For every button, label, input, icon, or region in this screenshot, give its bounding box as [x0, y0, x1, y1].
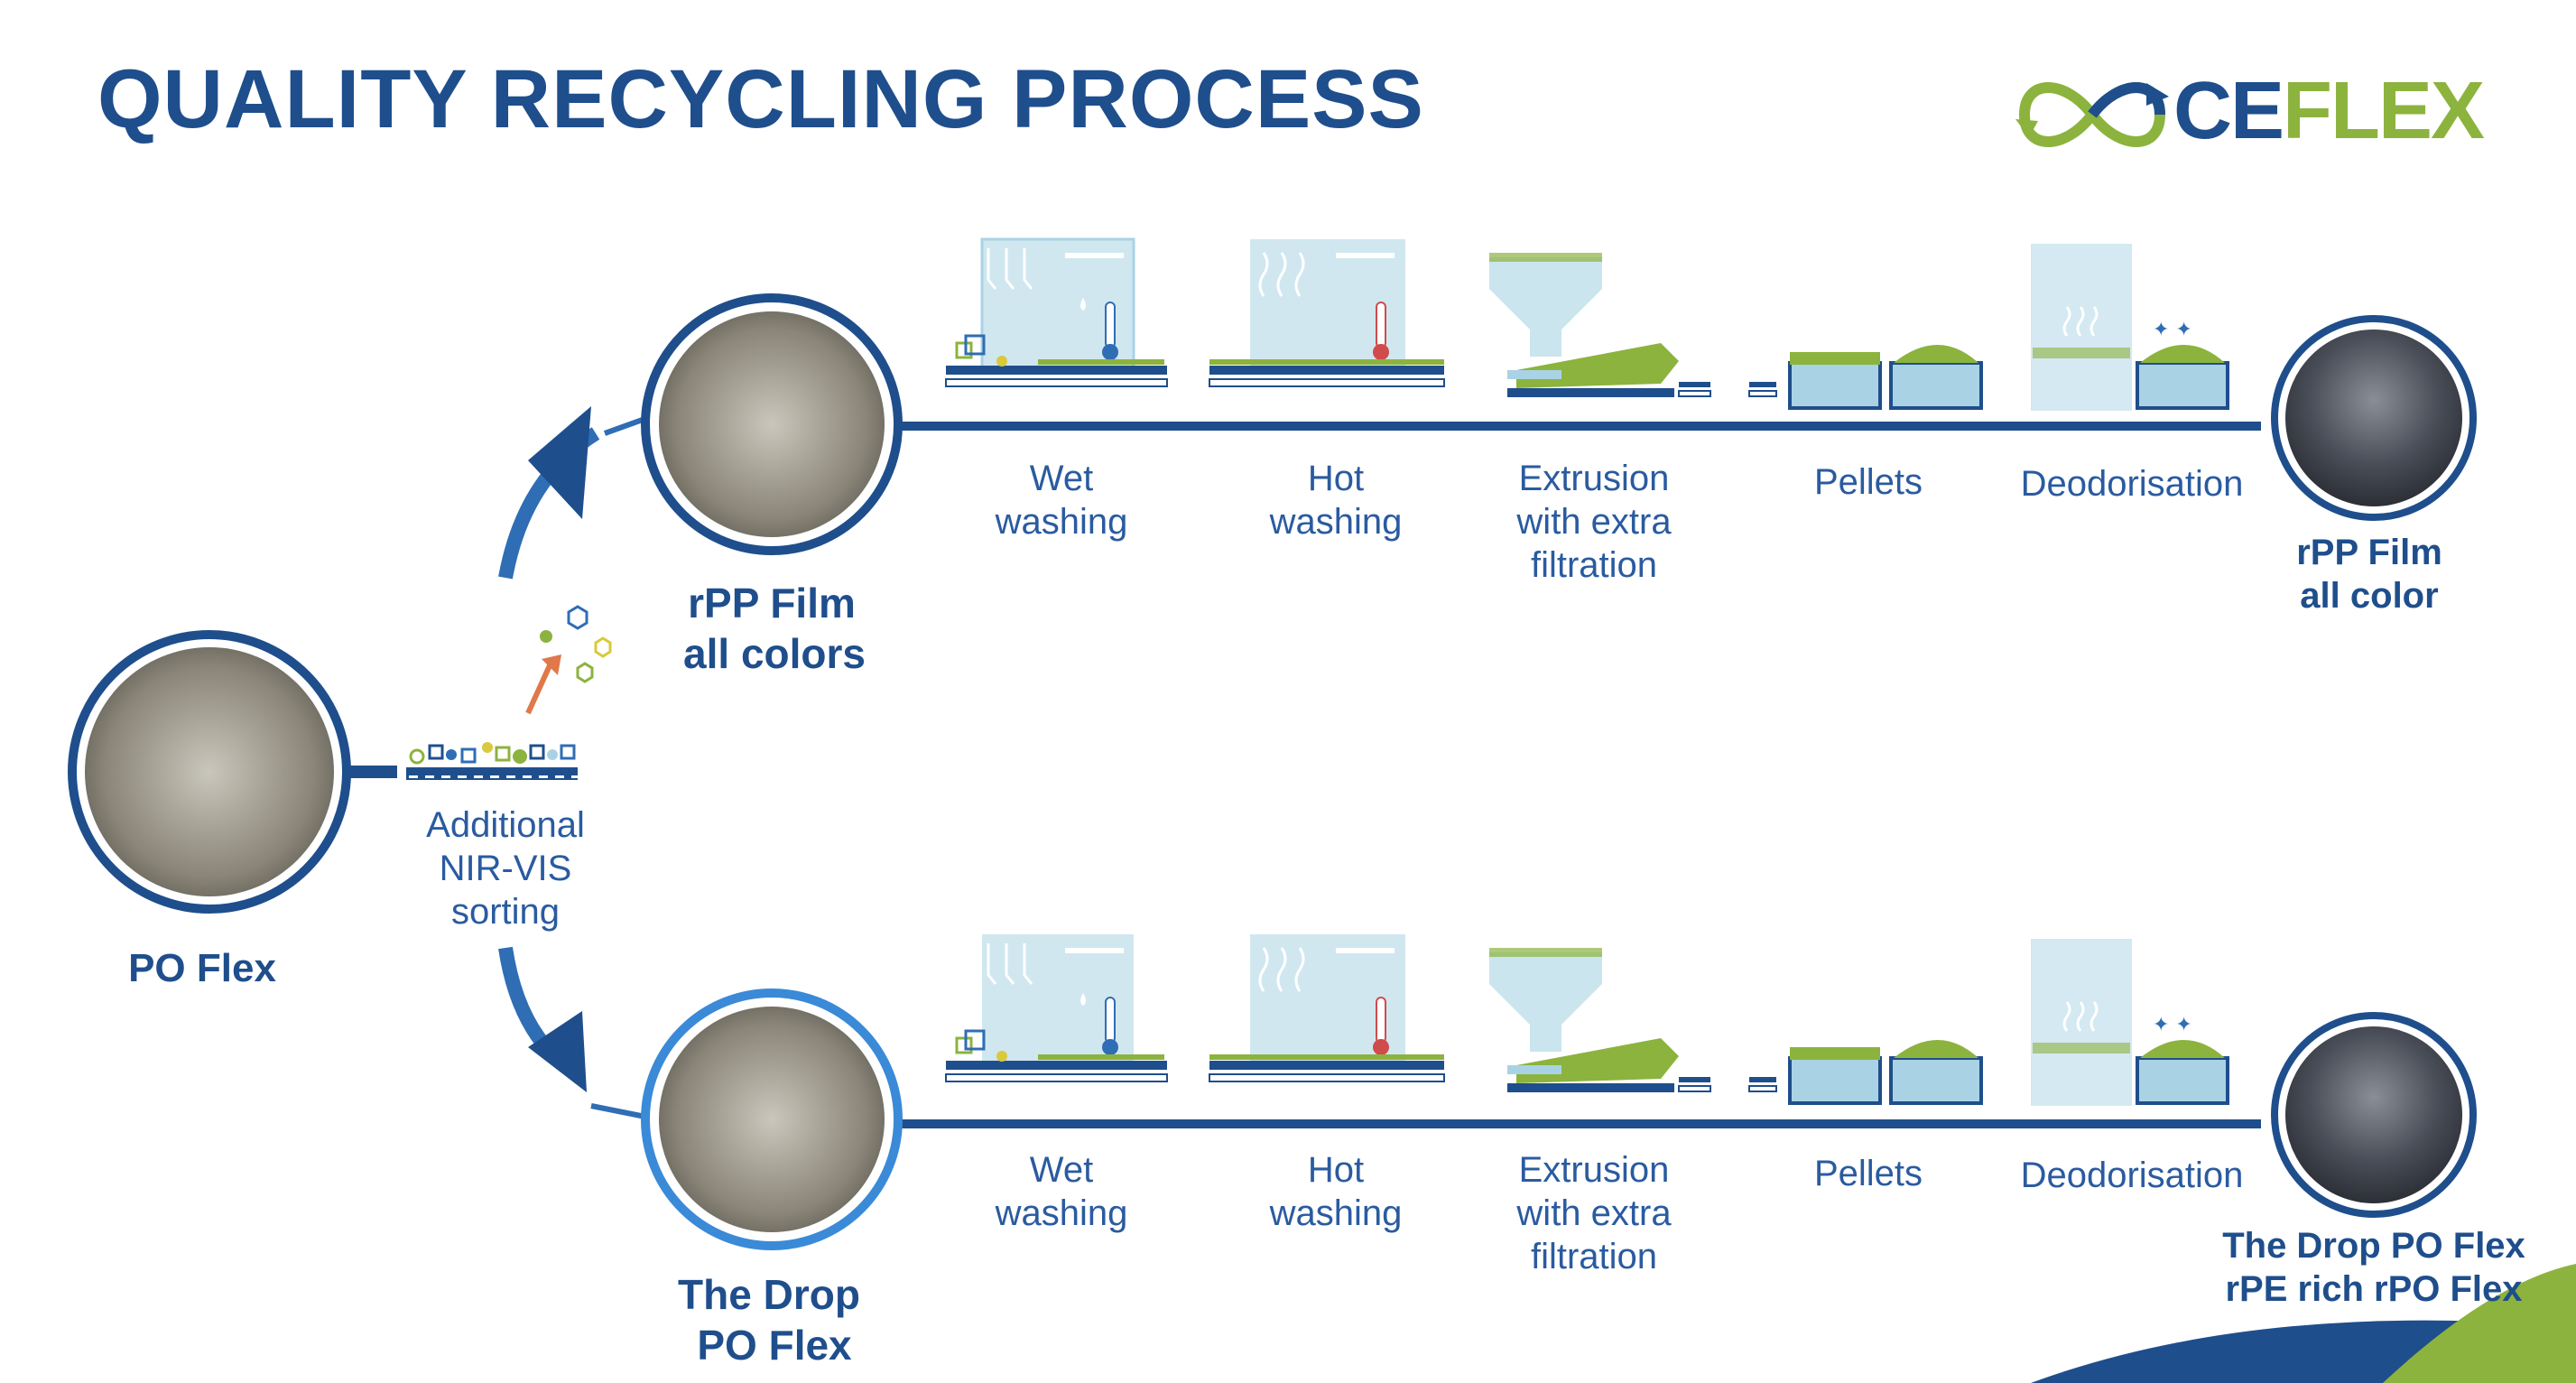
branch-arrow-up-head: [528, 406, 591, 519]
sorting-eject-arrow: [525, 662, 553, 715]
process-line-bottom: [889, 1119, 2261, 1128]
source-connector: [347, 766, 397, 778]
rpp-input-label-line1: rPP Film: [688, 580, 856, 627]
extruder-icon: [1489, 948, 1711, 1092]
step-label: Deodorisation: [2020, 1156, 2244, 1195]
branch-arrow-down-head: [528, 1011, 587, 1092]
rpp-output-label-line1: rPP Film: [2296, 533, 2442, 572]
rpp-output-label-line2: all color: [2300, 576, 2439, 616]
hot-washing-icon: [1209, 239, 1445, 387]
step-label: Pellets: [1813, 462, 1923, 502]
svg-text:✦ ✦: ✦ ✦: [2153, 319, 2192, 341]
wet-washing-icon: [945, 934, 1168, 1082]
rpp-input-label-line2: all colors: [683, 630, 866, 677]
rpp-input-photo: [659, 311, 885, 537]
pellets-icon: [1748, 1040, 1983, 1105]
sorting-label-line3: sorting: [450, 892, 561, 932]
drop-input-label-line2: PO Flex: [697, 1322, 852, 1369]
hot-washing-icon: [1209, 934, 1445, 1082]
logo-text-flex: FLEX: [2283, 66, 2485, 156]
ceflex-logo: CEFLEX: [2011, 65, 2498, 164]
po-flex-photo: [85, 647, 334, 896]
pellets-icon: [1748, 345, 1983, 410]
svg-text:✦ ✦: ✦ ✦: [2153, 1014, 2192, 1036]
drop-input-label-line1: The Drop: [678, 1271, 860, 1318]
rpp-output-photo: [2285, 330, 2462, 506]
page-title: QUALITY RECYCLING PROCESS: [97, 53, 1424, 145]
sorted-particle: [567, 605, 588, 630]
sorted-particle: [594, 636, 612, 658]
infinity-loop-icon: [2015, 82, 2169, 147]
drop-input-photo: [659, 1007, 885, 1232]
drop-output-label-line2: rPE rich rPO Flex: [2225, 1269, 2523, 1309]
sorting-label-line1: Additional: [426, 805, 585, 845]
process-line-top: [889, 422, 2261, 431]
extruder-icon: [1489, 253, 1711, 397]
step-label: Deodorisation: [2020, 464, 2244, 504]
po-flex-label: PO Flex: [128, 946, 276, 990]
sorted-particle: [576, 662, 594, 683]
sorting-label-line2: NIR-VIS: [439, 849, 572, 888]
drop-output-label-line1: The Drop PO Flex: [2222, 1226, 2525, 1266]
corner-green-shape: [2383, 1264, 2576, 1383]
step-label: Pellets: [1813, 1154, 1923, 1193]
logo-wordmark: CEFLEX: [2173, 65, 2485, 158]
sorting-eject-arrowhead: [542, 654, 561, 675]
deodorisation-icon: ✦ ✦: [2031, 244, 2229, 411]
drop-output-photo: [2285, 1026, 2462, 1203]
wet-washing-icon: [945, 237, 1168, 387]
sorted-particle: [540, 630, 552, 643]
sorting-conveyor-icon: [406, 742, 578, 780]
deodorisation-icon: ✦ ✦: [2031, 939, 2229, 1106]
logo-text-ce: CE: [2173, 66, 2284, 156]
branch-arrow-down-link: [590, 1103, 651, 1120]
